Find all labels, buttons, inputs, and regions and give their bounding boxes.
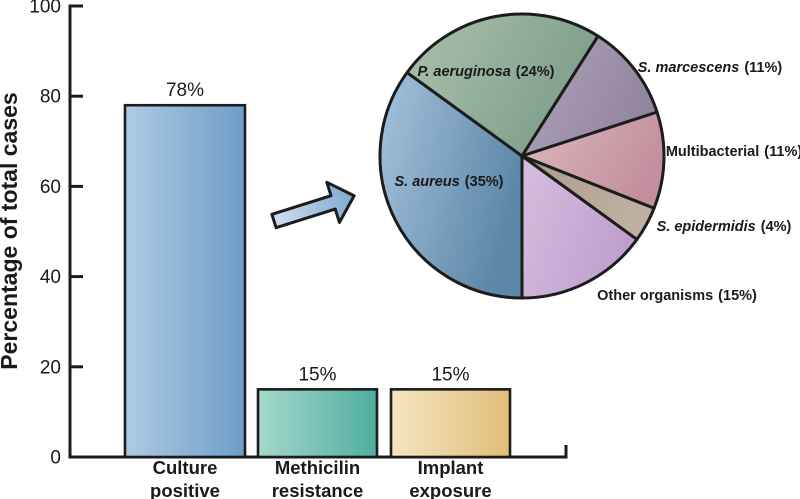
y-axis-title: Percentage of total cases	[0, 92, 22, 369]
y-tick-label-100: 100	[29, 0, 61, 18]
pie-slice-multibacterial	[520, 110, 666, 210]
bar-value-label-implant-exposure: 15%	[431, 364, 469, 385]
y-tick-label-80: 80	[40, 87, 61, 108]
bar-value-label-culture-positive: 78%	[166, 80, 204, 101]
y-tick-label-20: 20	[40, 357, 61, 378]
pie-slice-s-aureus	[378, 71, 524, 300]
pie-label-s-aureus: S. aureus(35%)	[395, 174, 504, 190]
pie-slice-other-organisms	[520, 154, 639, 300]
y-tick-label-0: 0	[50, 448, 61, 469]
arrow-icon	[270, 180, 356, 230]
pie-label-s-epidermidis: S. epidermidis(4%)	[657, 219, 792, 235]
pie-label-multibacterial: Multibacterial(11%)	[666, 144, 800, 160]
pie-label-other-organisms: Other organisms(15%)	[597, 288, 757, 304]
bar-value-label-methicilin-resistance: 15%	[298, 364, 336, 385]
pie-slice-s-marcescens	[520, 34, 659, 158]
bar-implant-exposure	[389, 388, 512, 459]
bar-methicilin-resistance	[256, 388, 379, 459]
pie-label-p-aeruginosa: P. aeruginosa(24%)	[418, 64, 555, 80]
bar-culture-positive	[123, 103, 247, 459]
y-tick-label-40: 40	[40, 267, 61, 288]
pie-label-s-marcescens: S. marcescens(11%)	[638, 60, 783, 76]
y-tick-label-60: 60	[40, 177, 61, 198]
pie-slice-p-aeruginosa	[405, 12, 600, 158]
axes-frame	[68, 4, 568, 459]
